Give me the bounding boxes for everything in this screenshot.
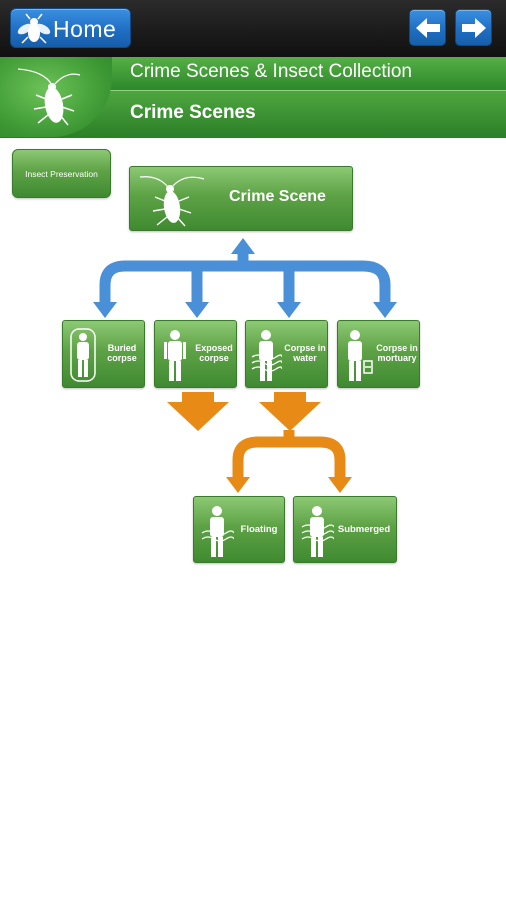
back-button[interactable]: [409, 9, 446, 46]
body-in-water-icon: [251, 330, 282, 381]
forward-button[interactable]: [455, 9, 492, 46]
cockroach-icon: [139, 176, 205, 227]
scene-box-water[interactable]: Corpse in water: [245, 320, 328, 388]
page-title: Crime Scenes: [130, 102, 256, 123]
crime-scene-box[interactable]: Crime Scene: [129, 166, 353, 231]
scene-label: Corpse in water: [284, 343, 326, 363]
header-logo: [0, 57, 112, 137]
scene-label: Corpse in mortuary: [376, 343, 418, 363]
fly-icon: [17, 13, 51, 44]
insect-preservation-label: Insect Preservation: [25, 169, 98, 179]
outcome-box-submerged[interactable]: Submerged: [293, 496, 397, 563]
scene-label: Buried corpse: [107, 343, 137, 363]
orange-split-arrows: [232, 430, 346, 477]
home-button[interactable]: Home: [10, 8, 131, 48]
outcome-box-floating[interactable]: Floating: [193, 496, 285, 563]
orange-down-arrows: [167, 392, 321, 431]
scene-box-mortuary[interactable]: Corpse in mortuary: [337, 320, 420, 388]
standing-body-icon: [164, 330, 186, 381]
outcome-label: Submerged: [337, 524, 391, 535]
floating-body-icon: [201, 506, 234, 557]
outcome-label: Floating: [240, 524, 278, 535]
orange-arrow-heads: [226, 477, 352, 493]
body-mortuary-icon: [348, 330, 373, 381]
buried-body-icon: [70, 328, 96, 382]
scene-label: Exposed corpse: [195, 343, 233, 363]
section-header: Crime Scenes & Insect Collection Crime S…: [0, 57, 506, 138]
top-toolbar: Home: [0, 0, 506, 57]
home-label: Home: [53, 16, 117, 42]
scene-box-exposed[interactable]: Exposed corpse: [154, 320, 237, 388]
submerged-body-icon: [301, 506, 334, 557]
section-title: Crime Scenes & Insect Collection: [130, 61, 412, 82]
arrow-right-icon: [462, 18, 486, 38]
crime-scene-label: Crime Scene: [229, 188, 326, 205]
blue-arrow-heads: [93, 238, 397, 318]
insect-preservation-button[interactable]: Insect Preservation: [12, 149, 111, 198]
cockroach-icon: [17, 68, 81, 126]
scene-box-buried[interactable]: Buried corpse: [62, 320, 145, 388]
blue-branch-arrows: [99, 252, 391, 302]
arrow-left-icon: [416, 18, 440, 38]
